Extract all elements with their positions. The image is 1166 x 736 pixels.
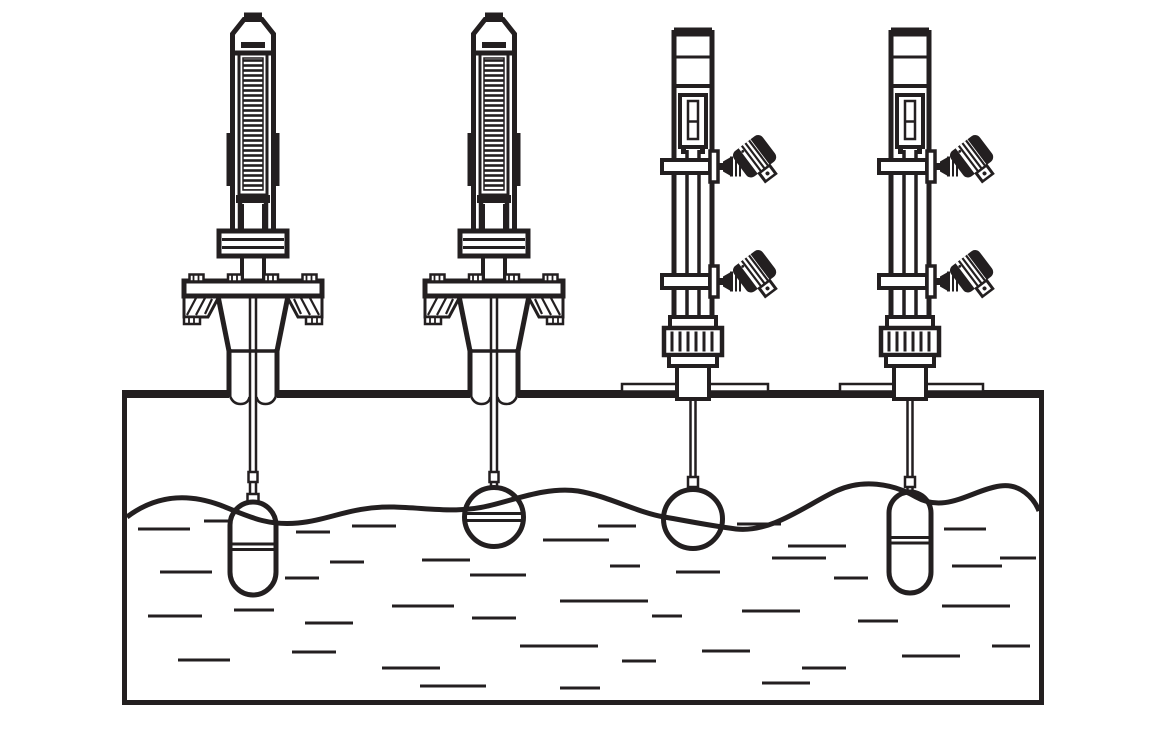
mounting-nozzle — [456, 295, 532, 406]
clamp-bracket-upper — [660, 135, 778, 184]
indicator-insert — [678, 93, 708, 154]
flange-gusset-left — [423, 295, 463, 319]
clamp-bracket-lower — [877, 250, 995, 299]
cap-vent — [244, 12, 262, 20]
side-rail-right — [514, 133, 521, 186]
display-bottom-band — [477, 195, 511, 203]
lower-bolt-tab-left — [182, 315, 202, 326]
junction-box-upper — [718, 135, 778, 184]
process-flange — [181, 278, 325, 299]
tank-entry-neck — [675, 364, 711, 401]
display-bottom-band — [236, 195, 270, 203]
tank — [122, 390, 1044, 705]
indicator-insert — [895, 93, 925, 154]
flag-display — [483, 57, 505, 191]
lower-bolt-tab-right — [304, 315, 324, 326]
upper-flange — [457, 228, 531, 259]
liquid-surface-line — [125, 481, 1042, 532]
junction-box-lower — [718, 250, 778, 299]
magnetic-level-indicator-2 — [422, 12, 566, 549]
compression-gland — [661, 315, 725, 401]
rod-coupling — [686, 475, 700, 489]
side-rail-left — [226, 133, 233, 186]
sight-window — [686, 99, 700, 141]
side-rail-right — [273, 133, 280, 186]
float-capsule — [886, 489, 934, 596]
cap-band — [241, 42, 265, 48]
flange-bolts — [188, 273, 318, 283]
flange-gusset-right — [284, 295, 324, 319]
lower-bolt-tab-left — [423, 315, 443, 326]
junction-box-upper — [935, 135, 995, 184]
flange-gusset-left — [182, 295, 222, 319]
tube-top-cap — [891, 27, 929, 37]
liquid-dashes — [138, 519, 1036, 690]
float-transmitter-1 — [660, 27, 778, 551]
side-rail-left — [467, 133, 474, 186]
tank-shell — [122, 390, 1044, 705]
lower-bolt-tab-right — [545, 315, 565, 326]
float-rod — [686, 398, 700, 490]
compression-gland — [878, 315, 942, 401]
upper-flange — [216, 228, 290, 259]
sight-window — [903, 99, 917, 141]
float-rod — [903, 398, 917, 490]
rod-coupling — [903, 475, 917, 489]
flange-bolts — [429, 273, 559, 283]
clamp-bracket-lower — [660, 250, 778, 299]
process-flange — [422, 278, 566, 299]
tube-top-cap — [674, 27, 712, 37]
clamp-bracket-upper — [877, 135, 995, 184]
float-capsule — [227, 499, 279, 598]
float-transmitter-2 — [877, 27, 995, 596]
rod-coupling — [247, 470, 259, 484]
junction-box-lower — [935, 250, 995, 299]
rod-coupling — [488, 470, 500, 484]
flag-display — [242, 57, 264, 191]
mounting-nozzle — [215, 295, 291, 406]
tank-entry-neck — [892, 364, 928, 401]
devices-layer — [181, 12, 995, 598]
flange-gusset-right — [525, 295, 565, 319]
magnetic-level-indicator-1 — [181, 12, 325, 598]
cap-band — [482, 42, 506, 48]
cap-vent — [485, 12, 503, 20]
